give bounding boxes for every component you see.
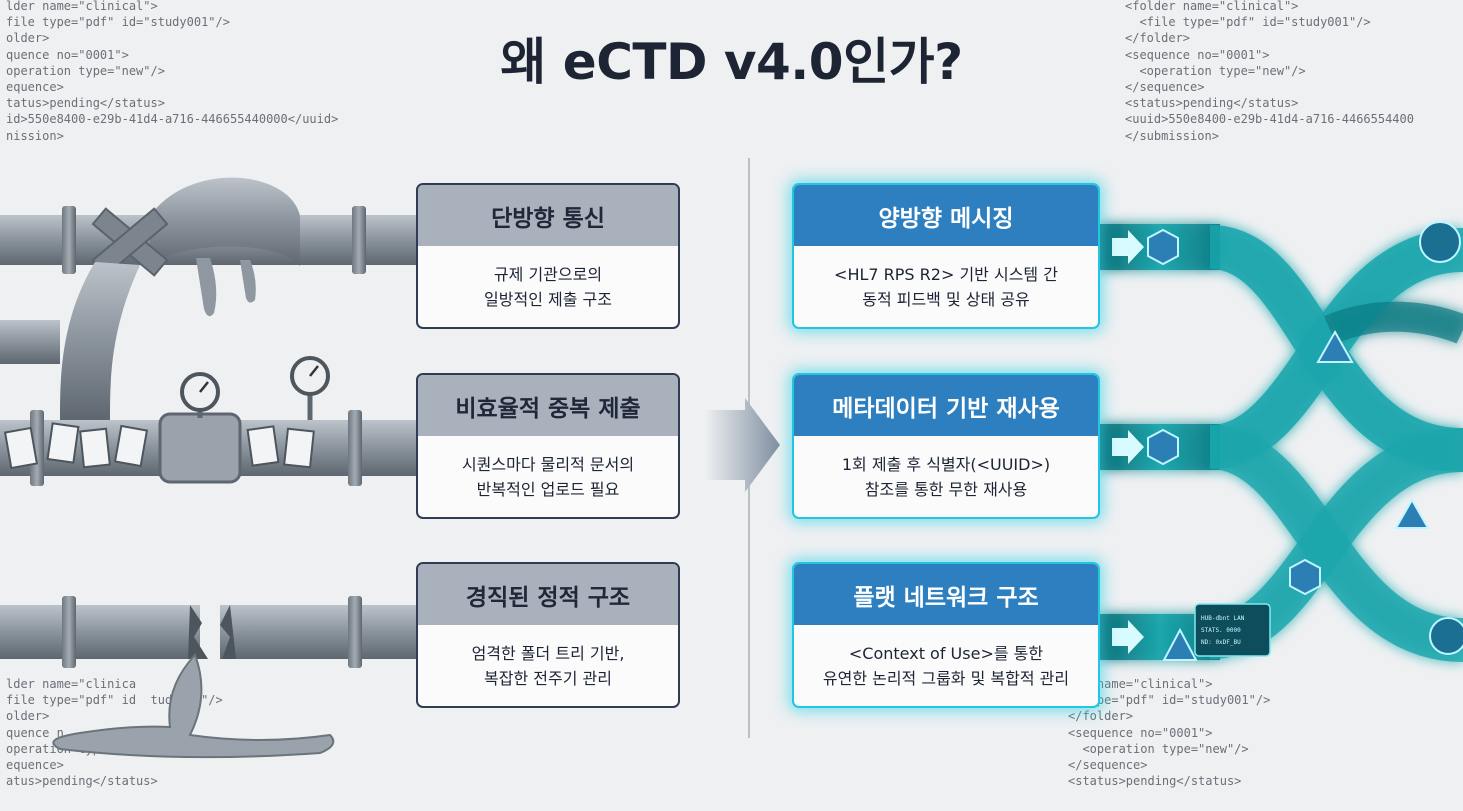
transition-arrow-icon [705, 398, 780, 492]
card-heading: 경직된 정적 구조 [418, 564, 678, 625]
code-snippet-top-right: <folder name="clinical"> <file type="pdf… [1125, 0, 1414, 143]
page-title: 왜 eCTD v4.0인가? [500, 33, 963, 91]
card-heading: 비효율적 중복 제출 [418, 375, 678, 436]
pipe-chamber [158, 412, 242, 484]
status-panel-line: STATS. 0000 [1201, 627, 1241, 634]
pipe-flange [348, 596, 362, 668]
drip-icon [240, 260, 256, 303]
card-description-line: <Context of Use>를 통한 [848, 643, 1044, 663]
pipe-flange [62, 206, 76, 274]
crack-icon [220, 605, 236, 659]
pipe-bulge-icon [150, 177, 300, 266]
pipe-flange [348, 410, 362, 486]
card-description-line: 복잡한 전주기 관리 [484, 668, 612, 688]
card-heading: 메타데이터 기반 재사용 [794, 375, 1098, 436]
card-description-line: 엄격한 폴더 트리 기반, [471, 643, 625, 663]
broken-pipes-group [0, 177, 425, 759]
card-description-line: 일방적인 제출 구조 [484, 289, 612, 309]
card-description-line: 규제 기관으로의 [493, 264, 603, 284]
pipe-flange [30, 410, 44, 486]
modern-card-flat-network: 플랫 네트워크 구조 <Context of Use>를 통한 유연한 논리적 … [792, 562, 1100, 708]
legacy-card-duplicate-submission: 비효율적 중복 제출 시퀀스마다 물리적 문서의 반복적인 업로드 필요 [416, 373, 680, 519]
crack-icon [188, 605, 208, 659]
modern-card-metadata-reuse: 메타데이터 기반 재사용 1회 제출 후 식별자(<UUID>) 참조를 통한 … [792, 373, 1100, 519]
code-snippet-bottom-right: ler name="clinical"> type="pdf" id="stud… [1068, 677, 1271, 789]
pressure-gauge-icon [290, 356, 330, 420]
pipe-flange [352, 206, 366, 274]
card-description-line: 참조를 통한 무한 재사용 [864, 479, 1028, 499]
triangle-node-icon [1162, 329, 1430, 661]
x-mark-icon [91, 207, 169, 277]
modern-card-bidirectional: 양방향 메시징 <HL7 RPS R2> 기반 시스템 간 동적 피드백 및 상… [792, 183, 1100, 329]
card-heading: 단방향 통신 [418, 185, 678, 246]
status-panel-line: ND: 0xDF_BU [1201, 639, 1241, 646]
status-panel-line: HUB-dbnt LAN [1201, 615, 1245, 622]
pipe-flange [62, 596, 76, 668]
card-description-line: 동적 피드백 및 상태 공유 [862, 289, 1030, 309]
pipe-stub [0, 320, 60, 364]
card-description-line: 1회 제출 후 식별자(<UUID>) [841, 454, 1051, 474]
document-stack-icon [3, 422, 315, 470]
hexagon-node-icon [1147, 228, 1321, 596]
code-snippet-top-left: lder name="clinical"> file type="pdf" id… [6, 0, 339, 143]
flow-arrow-icon [1112, 230, 1144, 654]
pipe-segment-bottom-right [220, 605, 425, 659]
card-heading: 양방향 메시징 [794, 185, 1098, 246]
pressure-gauge-icon [180, 372, 220, 418]
pipe-elbow [60, 262, 140, 420]
card-description-line: 유연한 논리적 그룹화 및 복합적 관리 [822, 668, 1070, 688]
legacy-card-one-way: 단방향 통신 규제 기관으로의 일방적인 제출 구조 [416, 183, 680, 329]
status-panel [1194, 603, 1271, 657]
pipe-segment-bottom-left [0, 605, 200, 659]
card-description-line: 시퀀스마다 물리적 문서의 [461, 454, 635, 474]
drip-icon [196, 258, 217, 317]
card-description-line: <HL7 RPS R2> 기반 시스템 간 [834, 264, 1058, 284]
card-heading: 플랫 네트워크 구조 [794, 564, 1098, 625]
legacy-card-rigid-structure: 경직된 정적 구조 엄격한 폴더 트리 기반, 복잡한 전주기 관리 [416, 562, 680, 708]
leak-puddle-icon [52, 653, 335, 759]
circle-node-icon [1419, 221, 1463, 655]
card-description-line: 반복적인 업로드 필요 [476, 479, 620, 499]
